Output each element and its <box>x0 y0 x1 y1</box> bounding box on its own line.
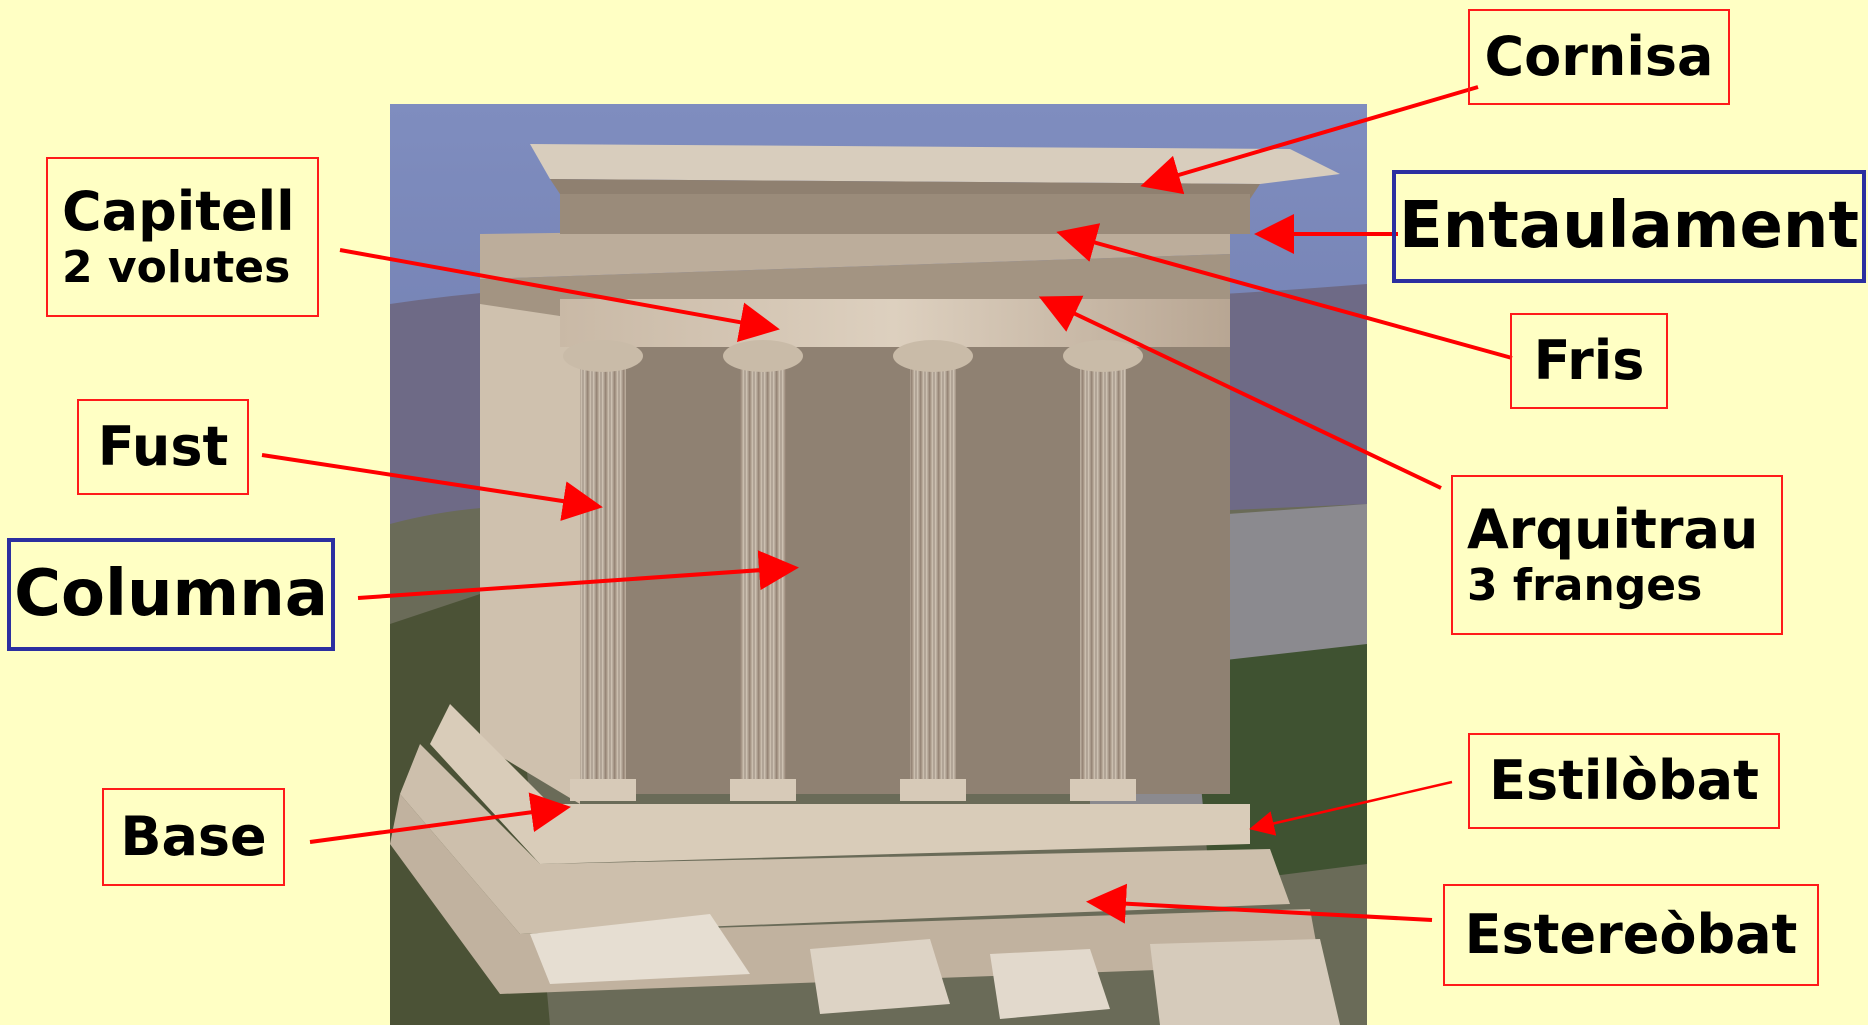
label-columna-text: Columna <box>14 559 328 631</box>
label-cornisa: Cornisa <box>1468 9 1730 105</box>
label-capitell-subtext: 2 volutes <box>62 243 290 292</box>
label-entaulament-text: Entaulament <box>1399 191 1859 263</box>
label-arquitrau-subtext: 3 franges <box>1467 561 1702 610</box>
label-fris: Fris <box>1510 313 1668 409</box>
label-base-text: Base <box>120 807 266 867</box>
label-estereobat: Estereòbat <box>1443 884 1819 986</box>
label-entaulament: Entaulament <box>1392 170 1866 283</box>
label-estilobat: Estilòbat <box>1468 733 1780 829</box>
temple-photo <box>390 104 1367 1025</box>
label-fust-text: Fust <box>98 417 229 477</box>
label-arquitrau-text: Arquitrau <box>1467 500 1758 560</box>
label-capitell-text: Capitell <box>62 182 295 242</box>
label-fris-text: Fris <box>1534 331 1645 391</box>
label-columna: Columna <box>7 538 335 651</box>
label-base: Base <box>102 788 285 886</box>
label-fust: Fust <box>77 399 249 495</box>
label-cornisa-text: Cornisa <box>1485 27 1714 87</box>
label-estilobat-text: Estilòbat <box>1489 751 1759 811</box>
label-capitell: Capitell 2 volutes <box>46 157 319 317</box>
label-estereobat-text: Estereòbat <box>1465 905 1798 965</box>
label-arquitrau: Arquitrau 3 franges <box>1451 475 1783 635</box>
